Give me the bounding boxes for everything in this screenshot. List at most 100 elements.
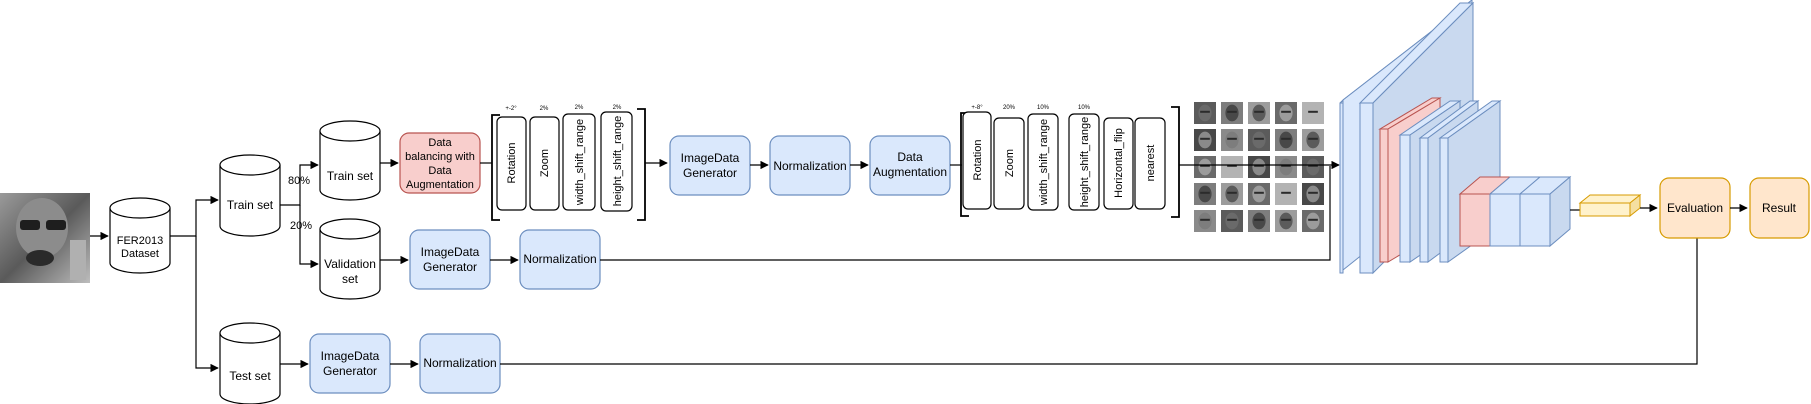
aug2-horizontal-flip-card: Horizontal_flip [1103, 117, 1134, 210]
dataset-cylinder: FER2013 Dataset [109, 197, 171, 274]
face-thumbnail [1302, 183, 1324, 205]
aug2-rotation-value: +-8° [971, 105, 983, 111]
balancing-line2: balancing with [405, 151, 475, 163]
input-face-image [0, 193, 90, 283]
train-generator-line2: Generator [683, 166, 737, 180]
test-imagedata-generator-box: ImageData Generator [309, 333, 391, 394]
aug2-height-shift-value: 10% [1078, 105, 1091, 111]
val-imagedata-generator-box: ImageData Generator [409, 229, 491, 290]
dataset-label-line1: FER2013 [117, 235, 163, 247]
face-thumbnail [1248, 102, 1270, 124]
test-set-cylinder: Test set [219, 322, 281, 404]
aug2-height-shift-label: height_shift_range [1079, 117, 1091, 208]
face-thumbnail [1194, 183, 1216, 205]
face-thumbnail [1194, 129, 1216, 151]
aug1-width-shift-value: 2% [575, 105, 584, 111]
aug1-height-shift-label: height_shift_range [612, 116, 624, 207]
test-set-label: Test set [229, 369, 271, 383]
val-normalization-box: Normalization [519, 229, 601, 290]
evaluation-label: Evaluation [1667, 201, 1723, 215]
aug1-height-shift-value: 2% [613, 105, 622, 111]
face-thumbnail [1248, 156, 1270, 178]
dataset-label-line2: Dataset [121, 248, 159, 260]
aug1-bracket-left [491, 114, 500, 221]
aug1-zoom-value: 2% [540, 106, 549, 112]
aug2-rotation-label: Rotation [972, 140, 984, 181]
augmentation-group-1: Rotation +-2° Zoom 2% width_shift_range … [491, 105, 646, 221]
train-set-label: Train set [227, 198, 274, 212]
aug1-rotation-label: Rotation [506, 143, 518, 184]
aug2-width-shift-value: 10% [1037, 105, 1050, 111]
result-label: Result [1762, 201, 1797, 215]
val-normalization-label: Normalization [523, 252, 596, 266]
aug1-width-shift-card: width_shift_range 2% [562, 105, 596, 211]
train-normalization-label: Normalization [773, 159, 846, 173]
test-generator-line2: Generator [323, 364, 377, 378]
arrow-train-80 [280, 160, 319, 206]
train-generator-line1: ImageData [681, 151, 740, 165]
arrow-train-20 [299, 205, 319, 269]
aug2-zoom-value: 20% [1003, 105, 1016, 111]
train-set-cylinder: Train set [219, 154, 281, 237]
train-normalization-box: Normalization [769, 135, 851, 196]
face-thumbnail [1275, 129, 1297, 151]
aug2-zoom-card: Zoom 20% [993, 105, 1025, 210]
aug2-zoom-label: Zoom [1004, 149, 1016, 177]
aug2-height-shift-card: height_shift_range 10% [1068, 105, 1100, 211]
face-thumbnail [1248, 210, 1270, 232]
augmentation-line1: Data [897, 150, 923, 164]
validation-set-cylinder: Validation set [319, 218, 381, 300]
cnn-layer-stack [1339, 0, 1572, 275]
augmentation-line2: Augmentation [873, 165, 947, 179]
face-thumbnail [1221, 156, 1243, 178]
arrow-val-to-cnn [600, 166, 1331, 261]
test-normalization-box: Normalization [419, 333, 501, 394]
face-thumbnail [1302, 102, 1324, 124]
aug1-rotation-card: Rotation +-2° [496, 106, 527, 211]
balancing-line1: Data [428, 137, 452, 149]
test-generator-line1: ImageData [321, 349, 380, 363]
output-layer-block [1578, 193, 1642, 218]
face-thumbnail [1275, 156, 1297, 178]
arrow-test-to-evaluation [500, 207, 1702, 365]
balancing-line3: Data [428, 165, 452, 177]
train-imagedata-generator-box: ImageData Generator [669, 135, 751, 196]
pct-20-label: 20% [290, 220, 312, 232]
train-subset-label: Train set [327, 169, 374, 183]
aug1-height-shift-card: height_shift_range 2% [600, 105, 633, 212]
face-thumbnail [1302, 156, 1324, 178]
balancing-line4: Augmentation [406, 179, 474, 191]
cnn-dense-block [1458, 175, 1572, 248]
aug2-nearest-card: nearest [1134, 117, 1166, 210]
val-generator-line1: ImageData [421, 245, 480, 259]
train-subset-cylinder: Train set [319, 120, 381, 201]
arrow-dataset-to-test [195, 236, 219, 373]
aug2-nearest-label: nearest [1145, 145, 1157, 182]
face-thumbnail [1194, 156, 1216, 178]
face-thumbnail [1221, 129, 1243, 151]
validation-label-line2: set [342, 272, 359, 286]
arrow-dataset-to-train [170, 195, 219, 237]
validation-label-line1: Validation [324, 257, 376, 271]
aug2-width-shift-card: width_shift_range 10% [1027, 105, 1059, 211]
pct-80-label: 80% [288, 175, 310, 187]
face-thumbnail [1221, 183, 1243, 205]
aug1-zoom-card: Zoom 2% [529, 106, 560, 211]
face-thumbnail [1302, 129, 1324, 151]
aug1-zoom-label: Zoom [539, 149, 551, 177]
aug2-width-shift-label: width_shift_range [1038, 119, 1050, 206]
result-box: Result [1749, 177, 1810, 239]
test-normalization-label: Normalization [423, 356, 496, 370]
augmentation-group-2: Rotation +-8° Zoom 20% width_shift_range… [960, 105, 1180, 218]
sample-faces-grid [1194, 102, 1324, 232]
aug2-bracket-right [1171, 106, 1180, 218]
data-augmentation-box: Data Augmentation [869, 135, 951, 196]
face-thumbnail [1302, 210, 1324, 232]
face-thumbnail [1248, 183, 1270, 205]
face-thumbnail [1194, 210, 1216, 232]
face-thumbnail [1275, 210, 1297, 232]
face-thumbnail [1194, 102, 1216, 124]
aug1-width-shift-label: width_shift_range [574, 119, 586, 206]
val-generator-line2: Generator [423, 260, 477, 274]
